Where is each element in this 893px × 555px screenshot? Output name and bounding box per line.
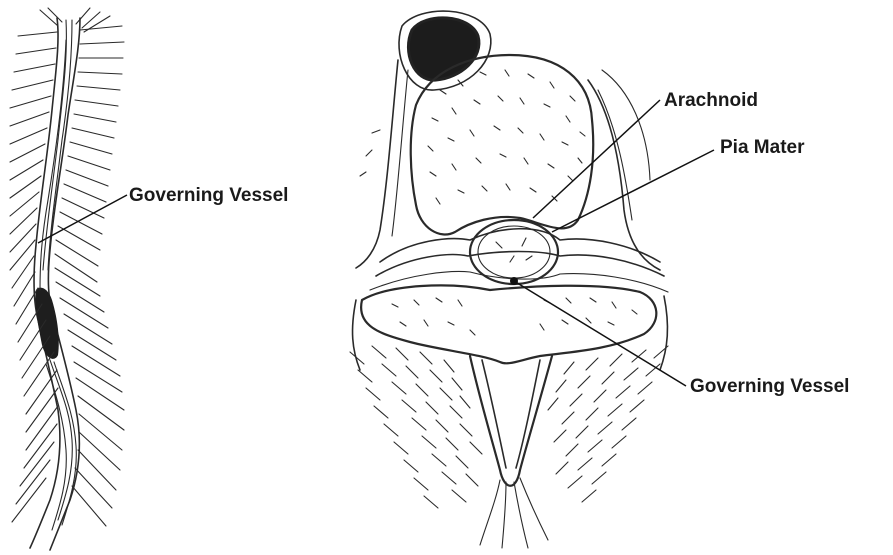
pia-mater-leader bbox=[552, 150, 714, 232]
section-governing-vessel-label: Governing Vessel bbox=[690, 376, 849, 397]
arachnoid-leader bbox=[533, 100, 660, 218]
vertebra-cross-section-illustration bbox=[350, 11, 668, 548]
section-governing-vessel-leader bbox=[514, 281, 686, 386]
pia-mater-label: Pia Mater bbox=[720, 137, 805, 158]
spine-governing-vessel-leader bbox=[38, 195, 127, 243]
arachnoid-label: Arachnoid bbox=[664, 90, 758, 111]
spinal-cord-illustration bbox=[10, 8, 124, 550]
spine-governing-vessel-label: Governing Vessel bbox=[129, 185, 288, 206]
